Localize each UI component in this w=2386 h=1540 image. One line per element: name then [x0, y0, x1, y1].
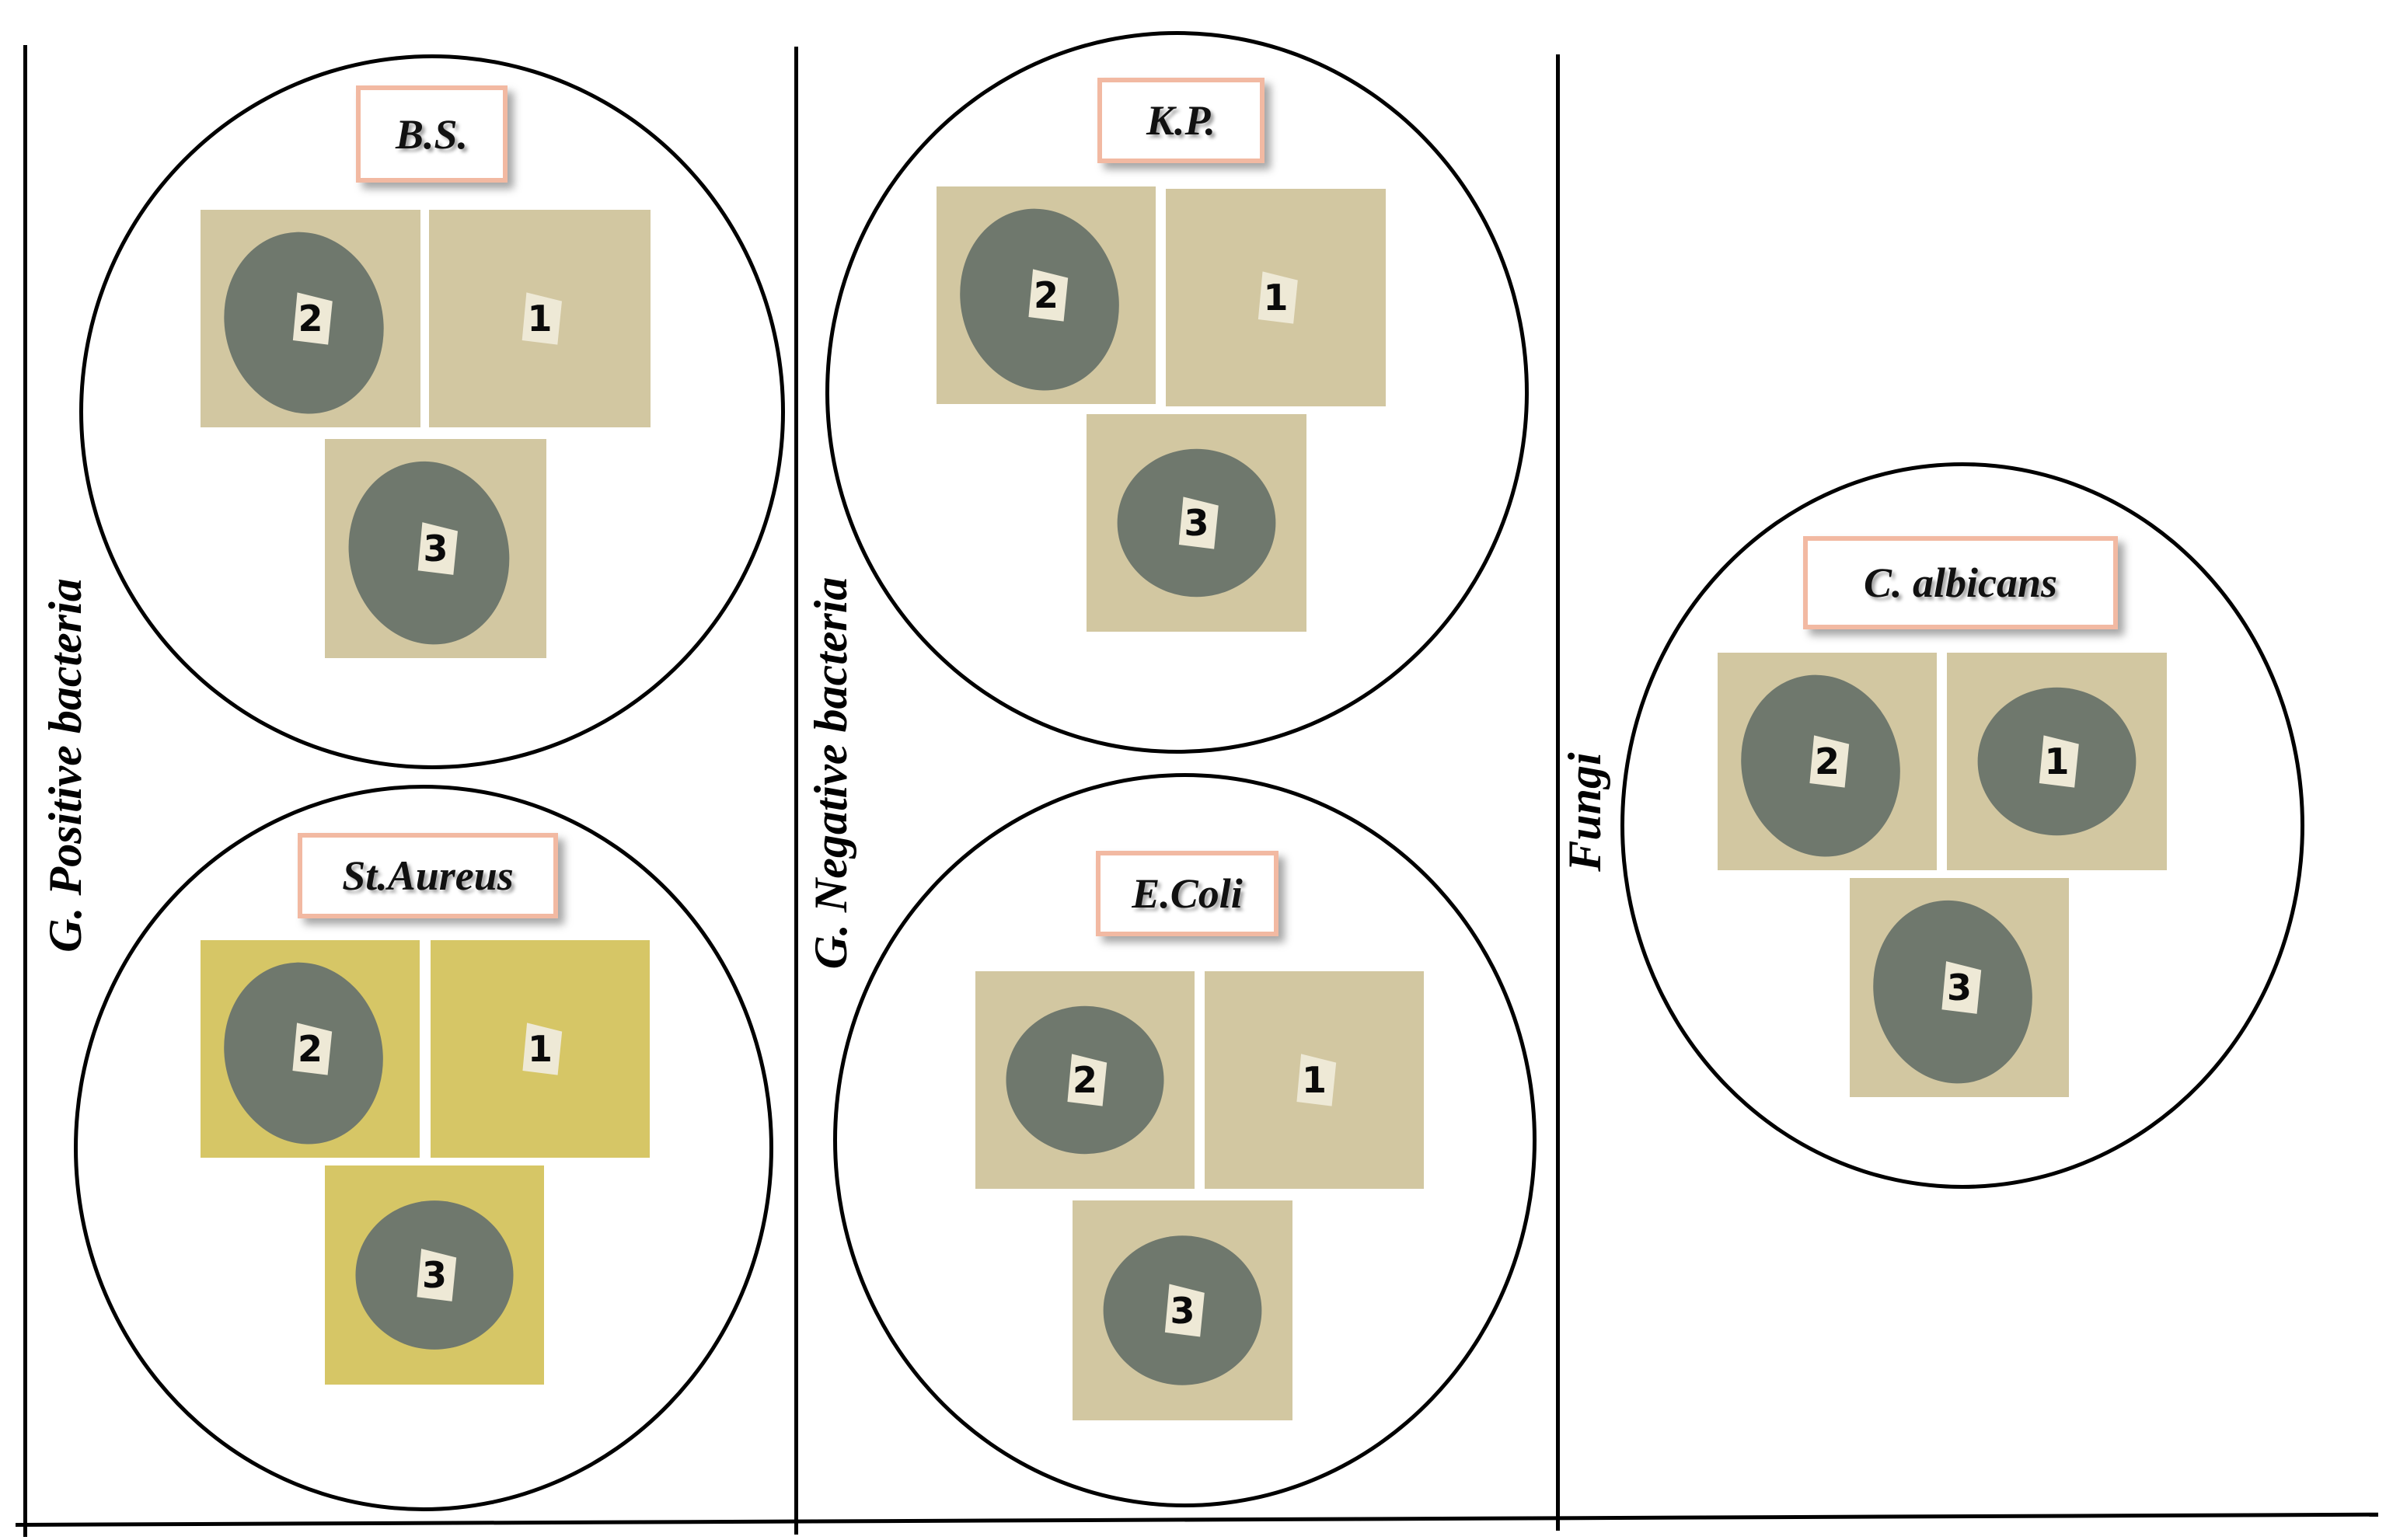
- organism-label-bs: B.S.: [356, 85, 508, 183]
- plate-photo: [201, 210, 420, 427]
- plate-photo: [429, 210, 651, 427]
- plate-photo: [1205, 971, 1424, 1189]
- plate-mark-label: 1: [1263, 277, 1289, 319]
- plate-photo: [1073, 1200, 1292, 1420]
- plate-bs-3: 3: [325, 439, 546, 658]
- organism-label-st-aureus: St.Aureus: [298, 833, 558, 918]
- plate-calbicans-3: 3: [1850, 878, 2069, 1097]
- section-label-positive: G. Positive bacteria: [40, 578, 91, 953]
- plate-photo: [325, 439, 546, 658]
- plate-calbicans-2: 2: [1718, 653, 1937, 870]
- plate-photo: [1166, 189, 1386, 406]
- plate-ecoli-1: 1: [1205, 971, 1424, 1189]
- plate-mark-label: 3: [421, 1254, 447, 1296]
- plate-mark-label: 2: [1033, 274, 1059, 316]
- bottom-baseline: [15, 1512, 2378, 1527]
- plate-photo: [325, 1165, 544, 1385]
- divider-line-1: [794, 47, 798, 1535]
- organism-label-ecoli: E.Coli: [1096, 851, 1278, 936]
- organism-label-calbicans: C. albicans: [1803, 536, 2118, 629]
- plate-kp-2: 2: [937, 186, 1156, 404]
- plate-photo: [1947, 653, 2167, 870]
- left-border-line: [23, 45, 27, 1537]
- divider-line-2: [1556, 54, 1560, 1531]
- plate-st-aureus-1: 1: [431, 940, 650, 1158]
- plate-bs-2: 2: [201, 210, 420, 427]
- plate-photo: [1087, 414, 1306, 632]
- plate-mark-label: 1: [527, 298, 553, 340]
- plate-mark-label: 2: [1072, 1059, 1097, 1101]
- section-label-negative: G. Negative bacteria: [805, 577, 856, 970]
- plate-mark-label: 1: [1301, 1059, 1327, 1101]
- plate-kp-3: 3: [1087, 414, 1306, 632]
- plate-mark-label: 3: [1946, 967, 1972, 1009]
- plate-mark-label: 2: [298, 298, 323, 340]
- plate-calbicans-1: 1: [1947, 653, 2167, 870]
- plate-photo: [1718, 653, 1937, 870]
- plate-st-aureus-2: 2: [201, 940, 420, 1158]
- plate-st-aureus-3: 3: [325, 1165, 544, 1385]
- plate-mark-label: 2: [1814, 740, 1840, 782]
- plate-mark-label: 3: [423, 528, 448, 570]
- plate-mark-label: 1: [527, 1028, 553, 1070]
- plate-photo: [201, 940, 420, 1158]
- plate-mark-label: 3: [1184, 502, 1209, 544]
- plate-ecoli-2: 2: [975, 971, 1195, 1189]
- plate-photo: [1850, 878, 2069, 1097]
- plate-mark-label: 2: [297, 1028, 323, 1070]
- plate-mark-label: 3: [1170, 1289, 1195, 1332]
- plate-photo: [975, 971, 1195, 1189]
- plate-photo: [431, 940, 650, 1158]
- organism-label-kp: K.P.: [1097, 78, 1265, 163]
- section-label-fungi: Fungi: [1559, 752, 1610, 872]
- plate-mark-label: 1: [2044, 740, 2070, 782]
- plate-photo: [937, 186, 1156, 404]
- plate-ecoli-3: 3: [1073, 1200, 1292, 1420]
- plate-kp-1: 1: [1166, 189, 1386, 406]
- plate-bs-1: 1: [429, 210, 651, 427]
